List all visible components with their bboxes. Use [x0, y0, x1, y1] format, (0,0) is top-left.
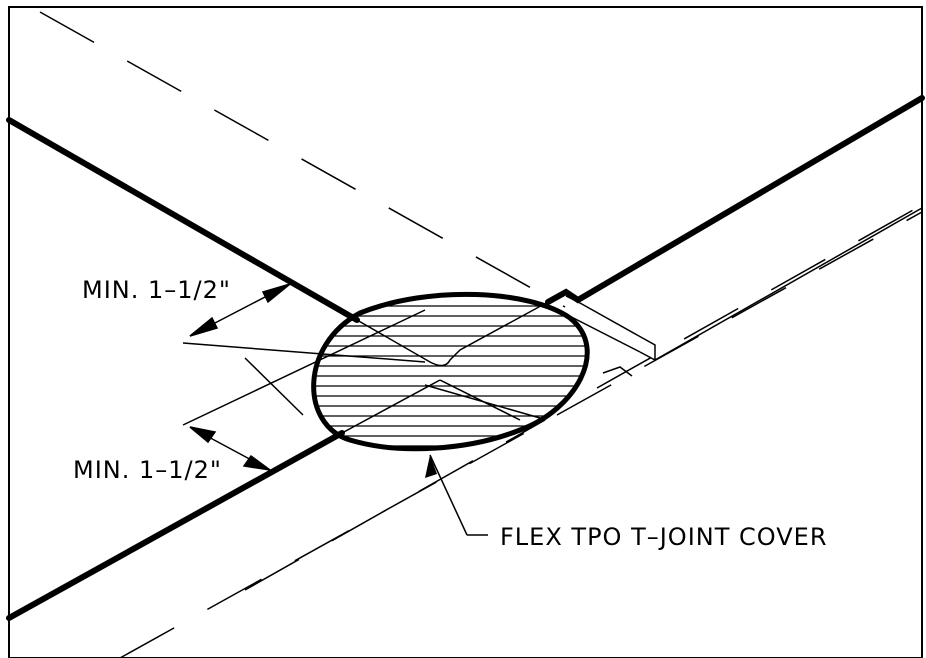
- callout-arrowhead: [425, 455, 437, 478]
- dashed-line-mid-right: [596, 204, 923, 389]
- lower-left-membrane-edge: [6, 430, 345, 621]
- dimension-label-lower: MIN. 1–1/2": [73, 456, 222, 484]
- dashed-seam-lines: [39, 11, 923, 658]
- arrowhead-upper-a: [261, 283, 291, 304]
- patch-outline: [311, 291, 590, 452]
- callout-leader: [425, 454, 488, 536]
- membrane-edges: [6, 95, 925, 621]
- dashed-line-upper-left: [39, 11, 566, 308]
- drawing-border: [8, 6, 923, 658]
- dashed-line-lower-right: [119, 211, 923, 658]
- arrowhead-lower-a: [189, 426, 217, 444]
- seam-step-detail: [547, 207, 923, 377]
- underlying-seam-lines: [341, 301, 549, 434]
- arrowhead-lower-b: [242, 454, 271, 471]
- dimension-label-upper: MIN. 1–1/2": [82, 276, 231, 304]
- extension-line-upper: [182, 342, 426, 363]
- callout-label: FLEX TPO T–JOINT COVER: [500, 523, 828, 551]
- arrowhead-upper-b: [189, 316, 219, 337]
- right-membrane-edge: [545, 95, 925, 305]
- dimension-lines: [182, 283, 426, 471]
- extension-line-lower: [182, 309, 426, 426]
- upper-left-membrane-edge: [6, 117, 360, 323]
- extension-line-short: [244, 357, 304, 416]
- dashed-line-lower-left: [244, 419, 546, 591]
